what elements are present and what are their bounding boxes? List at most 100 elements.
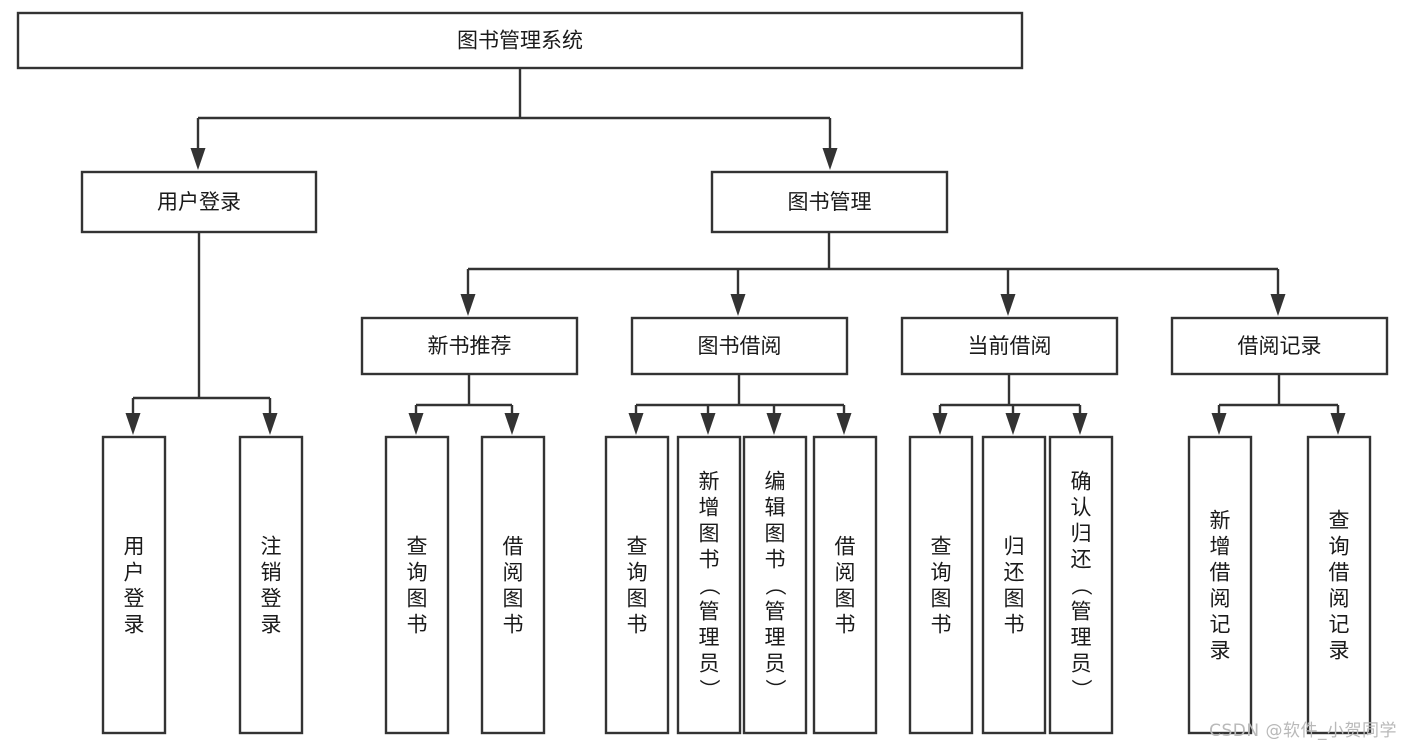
- node-label-char: 书: [503, 612, 524, 636]
- node-label-char: 询: [931, 560, 952, 584]
- node-label-char: 图: [1004, 586, 1025, 610]
- node-box[interactable]: [981, 435, 1047, 735]
- node-label-char: 书: [407, 612, 428, 636]
- node-label-char: 查: [931, 534, 952, 558]
- node-label-char: 记: [1329, 612, 1350, 636]
- node-box[interactable]: [900, 316, 1119, 376]
- node-leaf-user-login[interactable]: 用户登录: [101, 435, 167, 735]
- node-box[interactable]: [80, 170, 318, 234]
- node-label-char: 书: [627, 612, 648, 636]
- arrowhead-icon: [460, 294, 476, 316]
- arrowhead-icon: [822, 148, 838, 170]
- node-label-char: （: [763, 575, 787, 596]
- arrowhead-icon: [628, 413, 644, 435]
- node-box[interactable]: [908, 435, 974, 735]
- node-label-char: 图: [627, 586, 648, 610]
- node-box[interactable]: [16, 11, 1024, 70]
- node-label-char: （: [697, 575, 721, 596]
- arrowhead-icon: [1330, 413, 1346, 435]
- node-label: 图书借阅: [698, 334, 782, 358]
- node-label-char: ）: [697, 679, 721, 700]
- node-book-borrow[interactable]: 图书借阅: [630, 316, 849, 376]
- node-label: 借阅记录: [1238, 334, 1322, 358]
- node-label-char: 书: [931, 612, 952, 636]
- node-label-char: 理: [1071, 625, 1092, 649]
- arrowhead-icon: [836, 413, 852, 435]
- node-box[interactable]: [384, 435, 450, 735]
- node-borrow-record[interactable]: 借阅记录: [1170, 316, 1389, 376]
- connector-borrow-record: [1211, 374, 1346, 435]
- node-box[interactable]: [101, 435, 167, 735]
- node-label-char: 编: [765, 469, 786, 493]
- node-label-char: 用: [124, 534, 145, 558]
- node-box[interactable]: [812, 435, 878, 735]
- node-label-char: （: [1069, 575, 1093, 596]
- node-box[interactable]: [630, 316, 849, 376]
- node-box[interactable]: [604, 435, 670, 735]
- node-label-char: 阅: [1329, 586, 1350, 610]
- arrowhead-icon: [408, 413, 424, 435]
- arrowhead-icon: [730, 294, 746, 316]
- node-label-char: 记: [1210, 612, 1231, 636]
- node-label-char: 查: [627, 534, 648, 558]
- node-label-char: 图: [407, 586, 428, 610]
- node-user-login[interactable]: 用户登录: [80, 170, 318, 234]
- node-label-char: 询: [407, 560, 428, 584]
- node-box[interactable]: [676, 435, 742, 735]
- node-box[interactable]: [480, 435, 546, 735]
- node-label-char: 户: [124, 560, 145, 584]
- node-box[interactable]: [238, 435, 304, 735]
- node-label-char: 录: [261, 612, 282, 636]
- node-box[interactable]: [360, 316, 579, 376]
- node-label-char: 确: [1071, 469, 1092, 493]
- node-label-char: 登: [124, 586, 145, 610]
- node-label-char: 管: [1071, 599, 1092, 623]
- node-book-mgmt[interactable]: 图书管理: [710, 170, 949, 234]
- node-current-borrow[interactable]: 当前借阅: [900, 316, 1119, 376]
- node-root[interactable]: 图书管理系统: [16, 11, 1024, 70]
- node-label-char: 还: [1004, 560, 1025, 584]
- connector-root: [190, 68, 838, 170]
- node-label-char: 理: [765, 625, 786, 649]
- node-label-char: 认: [1071, 495, 1092, 519]
- node-box[interactable]: [742, 435, 808, 735]
- node-label-char: 图: [931, 586, 952, 610]
- node-boxes-layer: 图书管理系统用户登录图书管理新书推荐图书借阅当前借阅借阅记录用户登录注销登录查询…: [16, 11, 1389, 735]
- node-box[interactable]: [710, 170, 949, 234]
- node-box[interactable]: [1170, 316, 1389, 376]
- node-label-char: 书: [699, 547, 720, 571]
- node-label: 新书推荐: [428, 334, 512, 358]
- node-label: 图书管理系统: [457, 29, 583, 53]
- node-label-char: 录: [1329, 638, 1350, 662]
- connector-book-borrow: [628, 374, 852, 435]
- node-label-char: 管: [699, 599, 720, 623]
- connector-current-borrow: [932, 374, 1088, 435]
- node-label-char: 注: [261, 534, 282, 558]
- node-box[interactable]: [1048, 435, 1114, 735]
- node-label-char: 增: [1210, 534, 1231, 558]
- node-label-char: 理: [699, 625, 720, 649]
- node-label-char: 辑: [765, 495, 786, 519]
- node-label-char: 阅: [503, 560, 524, 584]
- connector-new-book-rec: [408, 374, 520, 435]
- node-new-book-rec[interactable]: 新书推荐: [360, 316, 579, 376]
- arrowhead-icon: [125, 413, 141, 435]
- node-box[interactable]: [1187, 435, 1253, 735]
- node-box[interactable]: [1306, 435, 1372, 735]
- connector-book-mgmt: [460, 232, 1286, 316]
- node-label-char: 书: [1004, 612, 1025, 636]
- csdn-watermark: CSDN @软件_小贺同学: [1209, 721, 1397, 741]
